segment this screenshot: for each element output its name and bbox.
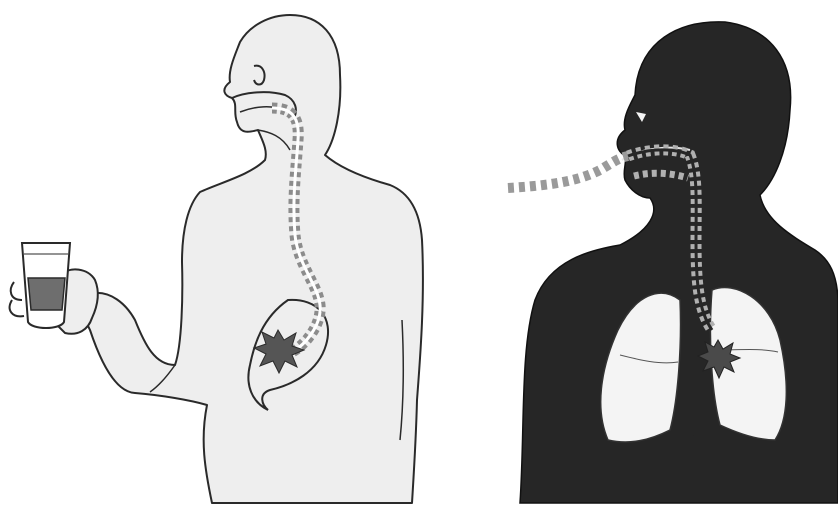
inhalation-body-silhouette: [520, 22, 838, 503]
drinking-glass-icon: [22, 243, 70, 328]
airstream-icon: [508, 156, 628, 188]
inhalation-figure: [508, 22, 838, 503]
ingestion-body-silhouette: [72, 15, 423, 503]
ingestion-figure: [10, 15, 423, 503]
finger-wrap: [10, 282, 24, 316]
